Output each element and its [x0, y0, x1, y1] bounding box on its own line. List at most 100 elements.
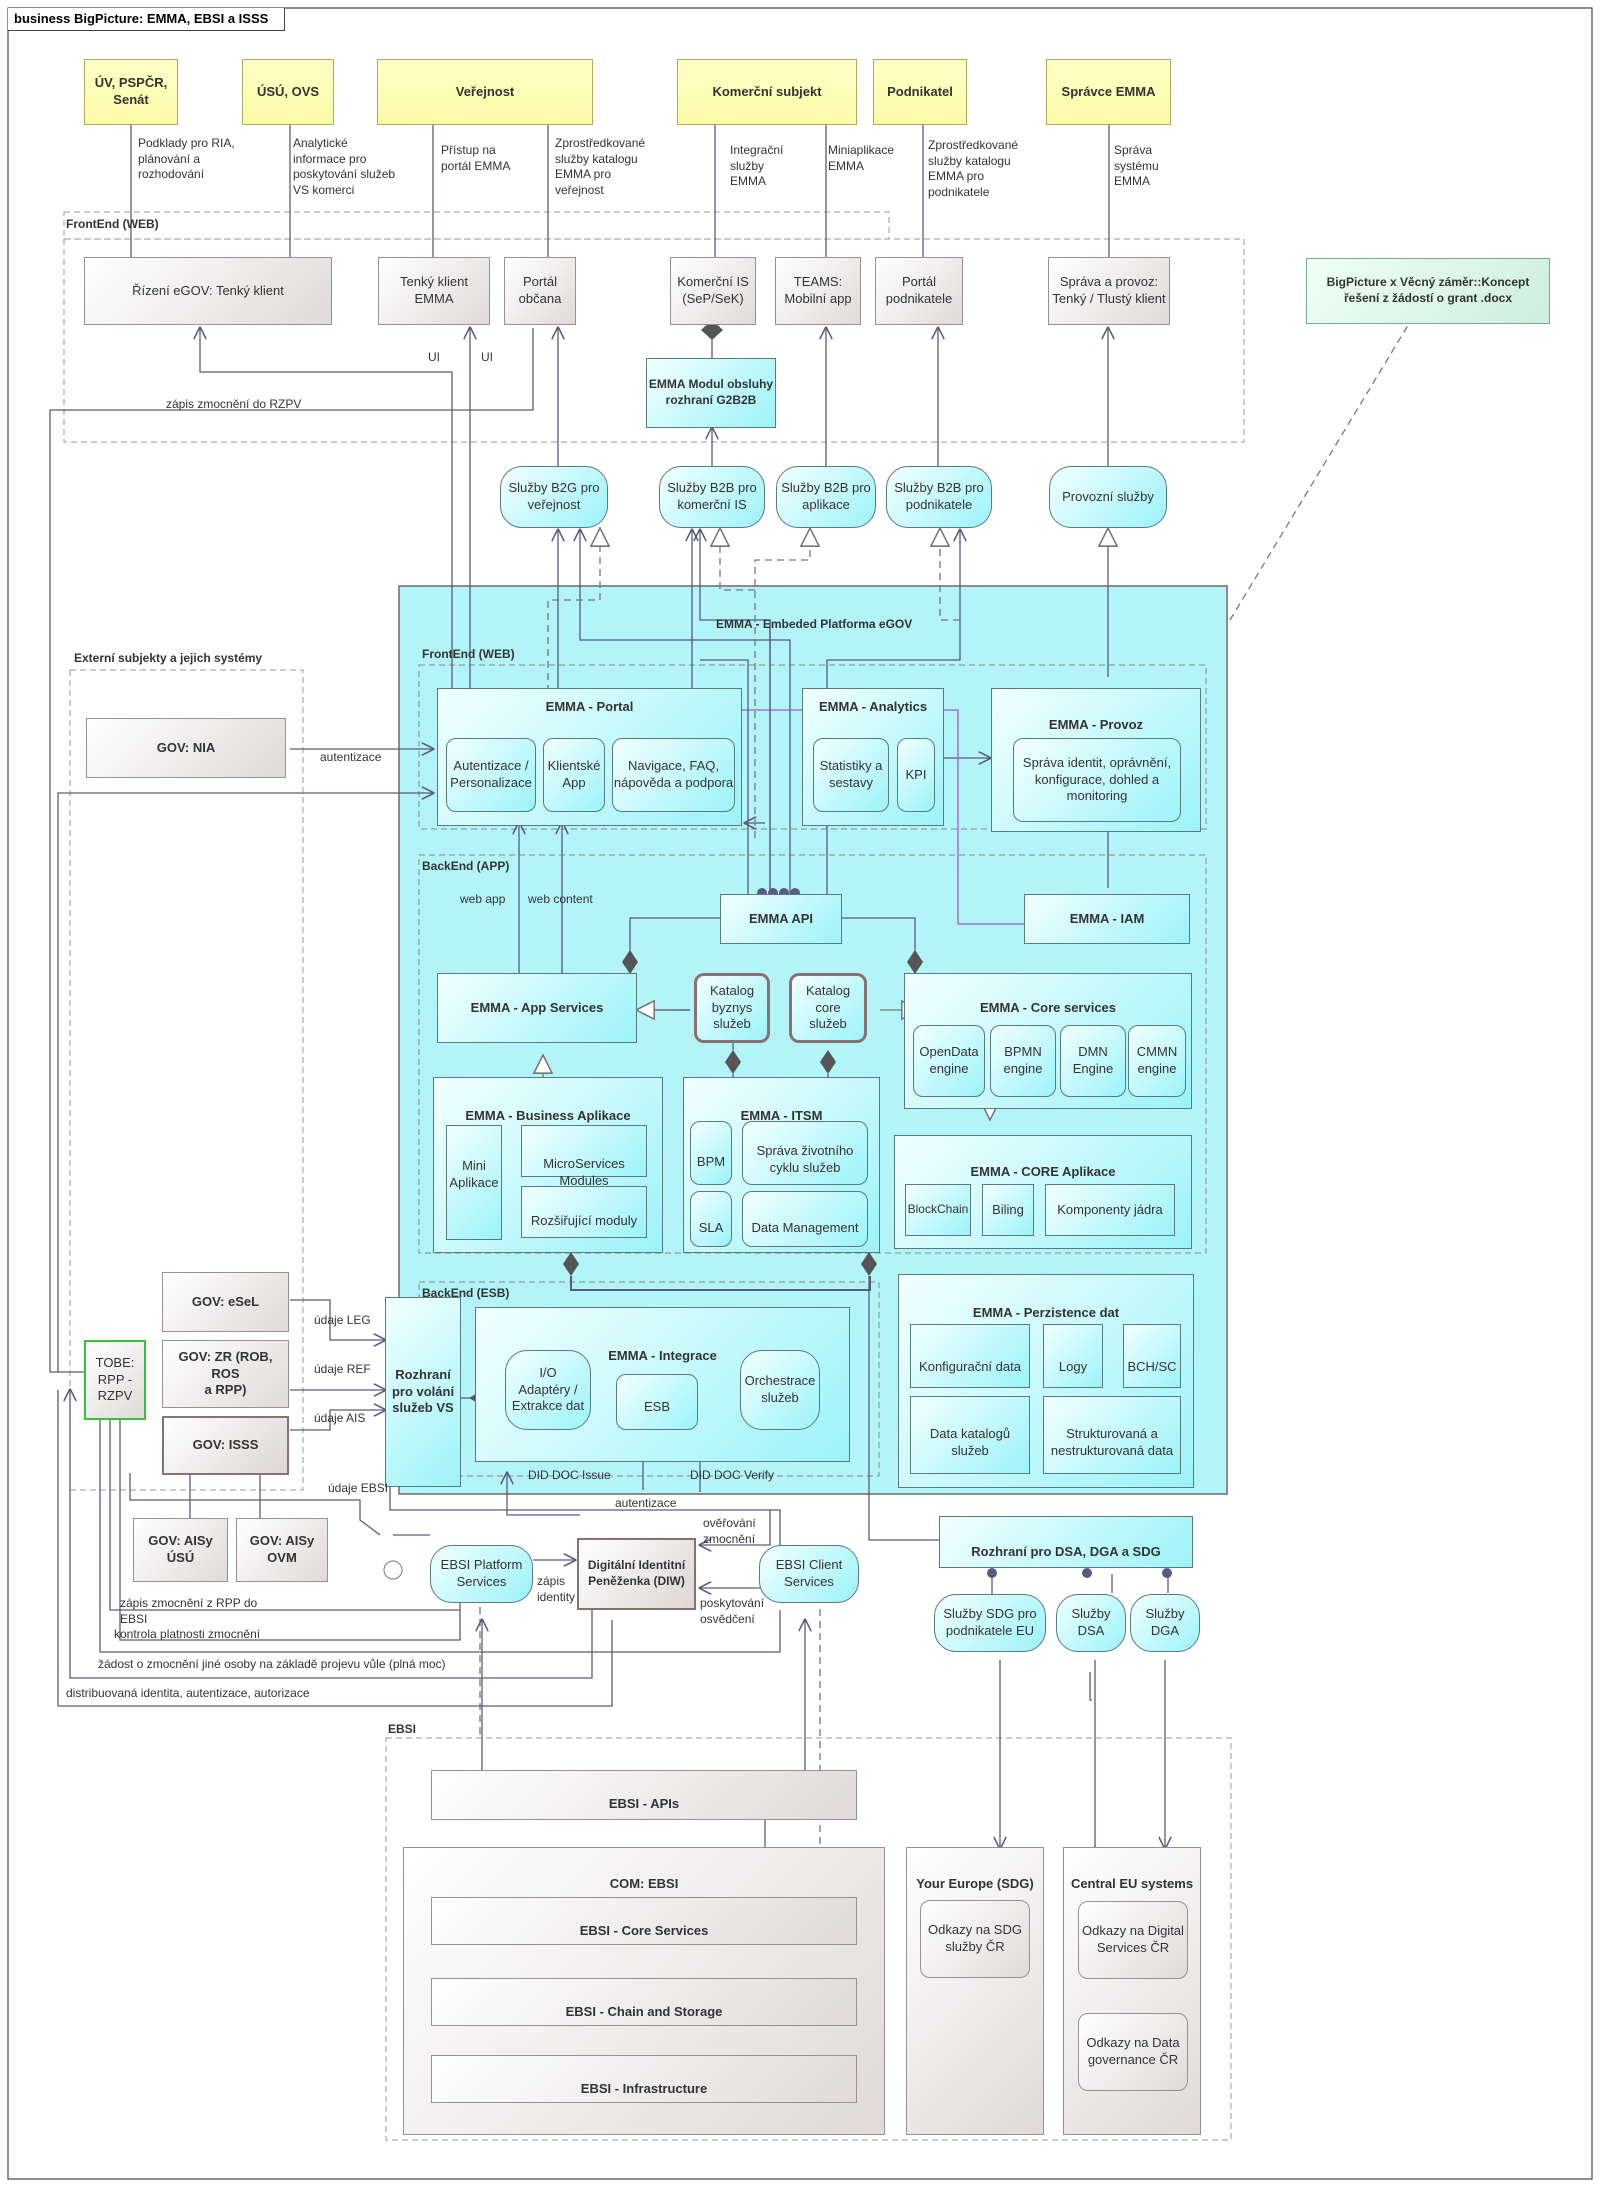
- component-your-europe: Your Europe (SDG): [906, 1847, 1044, 2135]
- service-dsa: Služby DSA: [1056, 1594, 1126, 1652]
- component-bpmn: BPMN engine: [990, 1025, 1056, 1097]
- component-dsa-iface: Rozhraní pro DSA, DGA a SDG: [939, 1516, 1193, 1568]
- label-udaje-ais: údaje AIS: [314, 1411, 366, 1425]
- label-udaje-ref: údaje REF: [314, 1362, 371, 1376]
- component-sprava-provoz: Správa a provoz: Tenký / Tlustý klient: [1048, 257, 1170, 325]
- service-b2b-pod: Služby B2B pro podnikatele: [886, 466, 992, 528]
- component-odkazy-data: Odkazy na Data governance ČR: [1078, 2013, 1188, 2091]
- label-podklady: Podklady pro RIA, plánování a rozhodován…: [138, 136, 235, 182]
- service-provozni: Provozní služby: [1049, 466, 1167, 528]
- actor-usu: ÚSÚ, OVS: [242, 59, 334, 125]
- package-emma: EMMA - Embeded Platforma eGOV: [716, 617, 913, 631]
- component-tobe: TOBE: RPP - RZPV: [84, 1340, 146, 1420]
- component-app-services: EMMA - App Services: [437, 973, 637, 1043]
- label-udaje-leg: údaje LEG: [314, 1313, 371, 1327]
- package-frontend-inner: FrontEnd (WEB): [422, 647, 515, 661]
- component-aisy-usu: GOV: AISy ÚSÚ: [133, 1518, 228, 1582]
- actor-podnikatel: Podnikatel: [873, 59, 967, 125]
- component-io-adaptery: I/O Adaptéry / Extrakce dat: [505, 1350, 591, 1430]
- component-teams: TEAMS: Mobilní app: [775, 257, 861, 325]
- component-mini: Mini Aplikace: [446, 1125, 502, 1240]
- component-portal-podnikatele: Portál podnikatele: [875, 257, 963, 325]
- component-rizeni: Řízení eGOV: Tenký klient: [84, 257, 332, 325]
- component-portal-obcana: Portál občana: [504, 257, 576, 325]
- component-ebsi-chain: EBSI - Chain and Storage: [431, 1978, 857, 2026]
- component-kpi: KPI: [897, 738, 935, 812]
- component-api: EMMA API: [720, 894, 842, 944]
- component-ebsi-apis: EBSI - APIs: [431, 1770, 857, 1820]
- label-overovani: ověřování zmocnění: [703, 1516, 756, 1546]
- component-diw: Digitální Identitní Peněženka (DIW): [577, 1538, 696, 1610]
- component-rozhrani-vs: Rozhraní pro volání služeb VS: [385, 1297, 461, 1487]
- package-frontend-outer: FrontEnd (WEB): [66, 217, 159, 231]
- component-data-katalogu: Data katalogů služeb: [910, 1396, 1030, 1474]
- label-web-content: web content: [528, 892, 593, 906]
- label-zapis-rzpv: zápis zmocnění do RZPV: [166, 397, 302, 411]
- component-katalog-byznys: Katalog byznys služeb: [694, 973, 770, 1043]
- component-zr: GOV: ZR (ROB, ROS a RPP): [162, 1340, 289, 1408]
- diagram-title: business BigPicture: EMMA, EBSI a ISSS: [8, 8, 286, 31]
- service-b2g: Služby B2G pro veřejnost: [500, 466, 608, 528]
- component-nia: GOV: NIA: [86, 718, 286, 778]
- label-pristup: Přístup na portál EMMA: [441, 143, 511, 173]
- label-analyticke: Analytické informace pro poskytování slu…: [293, 136, 396, 197]
- package-backend-app: BackEnd (APP): [422, 859, 510, 873]
- component-iam: EMMA - IAM: [1024, 894, 1190, 944]
- component-klientske-app: Klientské App: [543, 738, 605, 812]
- component-konfig-data: Konfigurační data: [910, 1324, 1030, 1388]
- component-logy: Logy: [1043, 1324, 1103, 1388]
- label-zadost: žádost o zmocnění jiné osoby na základě …: [98, 1657, 446, 1671]
- component-sprava-zivot: Správa životního cyklu služeb: [742, 1121, 868, 1185]
- package-ebsi: EBSI: [388, 1722, 417, 1736]
- component-statistiky: Statistiky a sestavy: [813, 738, 889, 812]
- label-zapis-identity: zápis identity: [537, 1574, 576, 1604]
- component-orchestrace: Orchestrace služeb: [740, 1350, 820, 1430]
- service-dga: Služby DGA: [1130, 1594, 1200, 1652]
- package-backend-esb: BackEnd (ESB): [422, 1286, 510, 1300]
- package-external: Externí subjekty a jejich systémy: [74, 651, 263, 665]
- component-data-mgmt: Data Management: [742, 1191, 868, 1247]
- label-autentizace-2: autentizace: [615, 1496, 677, 1510]
- label-poskytovani: poskytování osvědčení: [700, 1596, 765, 1626]
- component-sprava-identit: Správa identit, oprávnění, konfigurace, …: [1013, 738, 1181, 822]
- component-ebsi-core: EBSI - Core Services: [431, 1897, 857, 1945]
- service-sdg: Služby SDG pro podnikatele EU: [934, 1594, 1046, 1652]
- label-web-app: web app: [460, 892, 506, 906]
- label-ui-1: UI: [428, 350, 440, 364]
- component-komponenty: Komponenty jádra: [1045, 1184, 1175, 1236]
- component-ebsi-client: EBSI Client Services: [759, 1545, 859, 1603]
- label-autentizace: autentizace: [320, 750, 382, 764]
- component-aisy-ovm: GOV: AISy OVM: [236, 1518, 328, 1582]
- component-tenky: Tenký klient EMMA: [378, 257, 490, 325]
- label-miniaplikace: Miniaplikace EMMA: [828, 143, 895, 173]
- label-sprava-systemu: Správa systému EMMA: [1114, 143, 1159, 189]
- service-b2b-is: Služby B2B pro komerční IS: [659, 466, 765, 528]
- component-blockchain: BlockChain: [905, 1184, 971, 1236]
- component-sla: SLA: [690, 1191, 732, 1247]
- frame: [7, 7, 1593, 2180]
- component-navigace: Navigace, FAQ, nápověda a podpora: [612, 738, 735, 812]
- actor-verejnost: Veřejnost: [377, 59, 593, 125]
- component-modul-g2b2b: EMMA Modul obsluhy rozhraní G2B2B: [646, 358, 776, 428]
- service-b2b-app: Služby B2B pro aplikace: [776, 466, 876, 528]
- label-integracni: Integrační služby EMMA: [730, 143, 784, 189]
- component-autentizace: Autentizace / Personalizace: [446, 738, 536, 812]
- component-dmn: DMN Engine: [1060, 1025, 1126, 1097]
- label-did-issue: DID DOC Issue: [528, 1468, 611, 1482]
- component-opendata: OpenData engine: [913, 1025, 985, 1097]
- actor-spravce: Správce EMMA: [1046, 59, 1171, 125]
- component-biling: Biling: [982, 1184, 1034, 1236]
- component-bch: BCH/SC: [1123, 1324, 1181, 1388]
- component-odkazy-digital: Odkazy na Digital Services ČR: [1078, 1901, 1188, 1979]
- component-cmmn: CMMN engine: [1128, 1025, 1186, 1097]
- component-central-eu: Central EU systems: [1063, 1847, 1201, 2135]
- component-bpm: BPM: [690, 1121, 732, 1185]
- component-ebsi-infra: EBSI - Infrastructure: [431, 2055, 857, 2103]
- component-odkazy-sdg: Odkazy na SDG služby ČR: [920, 1900, 1030, 1978]
- component-isss: GOV: ISSS: [162, 1416, 289, 1475]
- component-esel: GOV: eSeL: [162, 1272, 289, 1332]
- label-did-verify: DID DOC Verify: [690, 1468, 775, 1482]
- label-udaje-ebsi: údaje EBSI: [328, 1481, 389, 1495]
- label-distribuovana: distribuovaná identita, autentizace, aut…: [66, 1686, 310, 1700]
